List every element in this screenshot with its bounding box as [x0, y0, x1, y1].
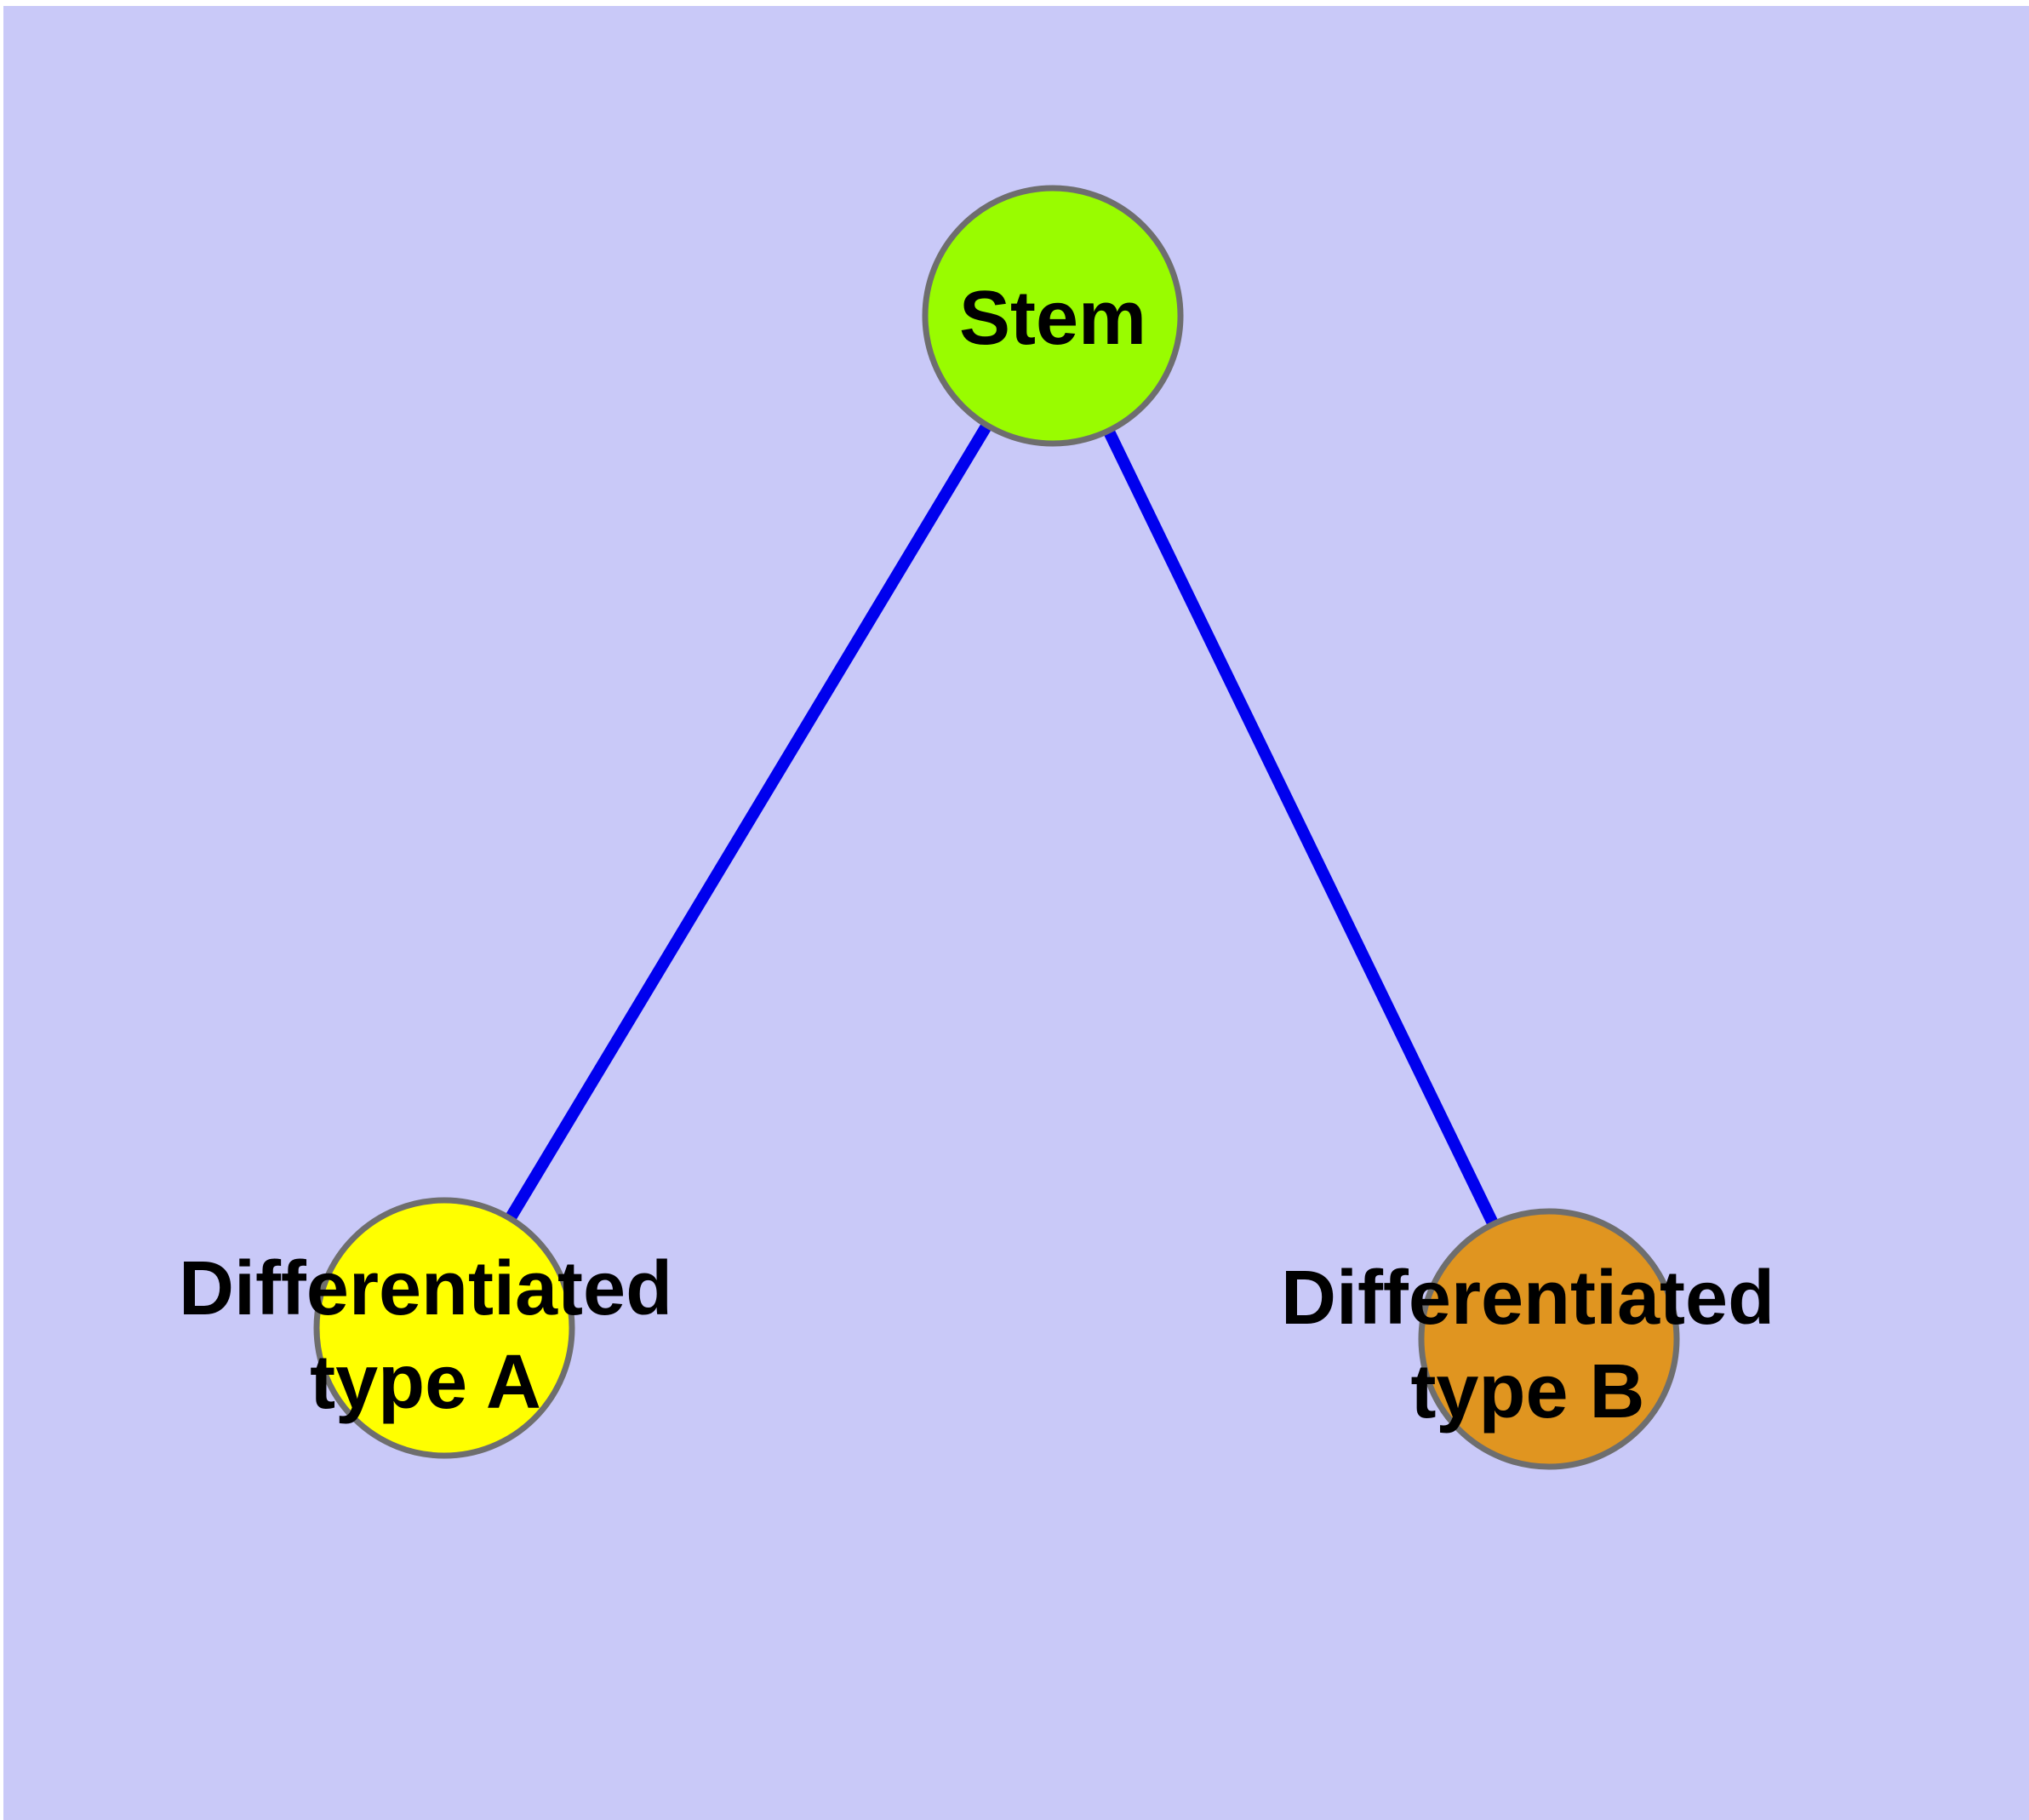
edge-stem-to-type-a[interactable] [439, 312, 1058, 1331]
edge-stem-to-type-b[interactable] [1047, 312, 1555, 1342]
stem-node[interactable] [922, 185, 1184, 447]
type-a-node[interactable] [313, 1197, 575, 1459]
type-b-node[interactable] [1418, 1208, 1680, 1470]
